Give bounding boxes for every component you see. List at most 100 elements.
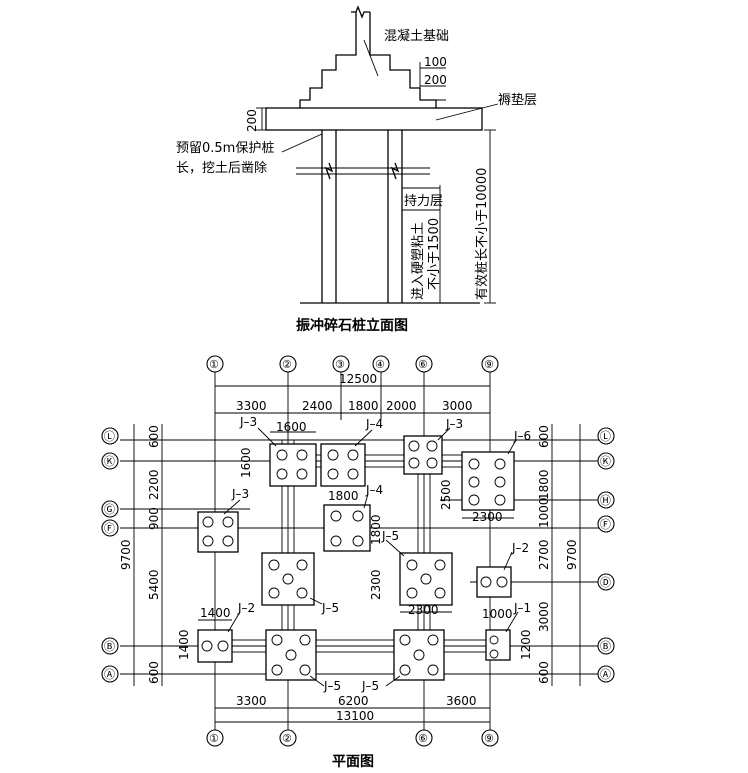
axis-right-K: Ⓚ	[600, 455, 611, 468]
dim-left-seg-1: 600	[147, 425, 161, 448]
plan-title: 平面图	[332, 754, 374, 770]
axis-right-H: Ⓗ	[600, 494, 611, 507]
dim-j4-w: 1800	[328, 489, 359, 503]
dimensions-right: 600 1800 1000 2700 3000 600 9700	[537, 424, 581, 686]
leader-j2-a	[503, 551, 513, 571]
axis-right-L: Ⓛ	[600, 430, 611, 443]
label-j2-a: J–2	[511, 541, 529, 555]
axis-top-9: ⑨	[484, 358, 494, 371]
dim-j3-h: 1600	[239, 447, 253, 478]
leader-j5-b	[385, 539, 405, 557]
leader-j4-b	[363, 493, 369, 509]
dim-j4-h: 1800	[369, 514, 383, 545]
axis-left-L: Ⓛ	[104, 430, 115, 443]
dim-left-seg-3: 900	[147, 507, 161, 530]
label-j1: J–1	[513, 601, 531, 615]
dim-top-seg-5: 3000	[442, 399, 473, 413]
axis-right-F: Ⓕ	[600, 518, 611, 531]
dim-bottom-seg-1: 3300	[236, 694, 267, 708]
leader-j5-a	[309, 597, 323, 605]
foundation-j1	[485, 629, 511, 661]
axis-left-B: Ⓑ	[104, 640, 115, 653]
axis-right-B: Ⓑ	[600, 640, 611, 653]
dim-left-seg-2: 2200	[147, 469, 161, 500]
dimensions-top: 12500 3300 2400 1800 2000 3000	[215, 372, 490, 420]
dim-right-seg-2: 1800	[537, 469, 551, 500]
label-reserve-line1: 预留0.5m保护桩	[176, 141, 274, 156]
foundation-j4-b	[323, 504, 371, 552]
axis-top-4: ④	[375, 358, 385, 371]
dim-200-cushion: 200	[245, 109, 259, 132]
dim-left-seg-5: 600	[147, 661, 161, 684]
foundation-j5-d	[393, 629, 445, 681]
label-j4-a: J–4	[365, 417, 383, 431]
dim-200-step: 200	[424, 73, 447, 87]
label-cushion: 褥垫层	[498, 92, 537, 108]
label-j2-b: J–2	[237, 601, 255, 615]
axis-markers-bottom: ① ② ⑥ ⑨	[206, 729, 499, 747]
leader-j5-c	[309, 675, 325, 687]
label-j3-c: J–3	[231, 487, 249, 501]
dim-j3-w: 1600	[276, 420, 307, 434]
dim-j6-h: 2500	[439, 479, 453, 510]
dim-left-total: 9700	[119, 539, 133, 570]
axis-top-1: ①	[209, 358, 219, 371]
dim-right-seg-1: 600	[537, 425, 551, 448]
label-concrete: 混凝土基础	[384, 28, 449, 44]
foundation-j5-c	[265, 629, 317, 681]
axis-top-3: ③	[335, 358, 345, 371]
label-j6: J–6	[513, 429, 531, 443]
leader-j2-b	[227, 611, 241, 633]
dim-right-seg-4: 2700	[537, 539, 551, 570]
axis-left-K: Ⓚ	[104, 455, 115, 468]
label-bearing-layer: 持力层	[404, 194, 443, 209]
axis-left-F: Ⓕ	[104, 522, 115, 535]
axis-top-6: ⑥	[418, 358, 428, 371]
pile-break-mark-right	[390, 162, 400, 180]
dim-top-seg-1: 3300	[236, 399, 267, 413]
dim-j2-h: 1400	[177, 629, 191, 660]
elevation-view: 混凝土基础 褥垫层 预留0.5m保护桩 长，挖土后凿除 持力层 进入硬塑粘土 不…	[176, 5, 537, 334]
foundation-j3-a	[269, 443, 317, 487]
break-line-top	[351, 5, 370, 19]
axis-markers-right: Ⓛ Ⓚ Ⓗ Ⓕ Ⓓ Ⓑ Ⓐ	[597, 427, 615, 683]
axis-bottom-2: ②	[282, 732, 292, 745]
leader-reserve	[281, 133, 323, 153]
concrete-footing-left	[299, 12, 357, 108]
axis-left-G: Ⓖ	[104, 503, 115, 516]
leader-j5-d	[385, 675, 401, 687]
dim-j6-w: 2300	[472, 510, 503, 524]
dim-bottom-seg-3: 3600	[446, 694, 477, 708]
axis-bottom-6: ⑥	[418, 732, 428, 745]
leader-j3-a	[257, 427, 277, 447]
label-j5-d: J–5	[361, 679, 379, 693]
dim-right-seg-6: 600	[537, 661, 551, 684]
label-j4-b: J–4	[365, 483, 383, 497]
dim-right-seg-5: 3000	[537, 601, 551, 632]
foundation-j5-a	[261, 552, 315, 606]
foundation-j3-b	[403, 435, 443, 475]
elevation-title: 振冲碎石桩立面图	[296, 317, 408, 334]
label-j5-c: J–5	[323, 679, 341, 693]
label-bearing-clay: 进入硬塑粘土	[411, 222, 426, 300]
dim-j2-w: 1400	[200, 606, 231, 620]
dimensions-left: 9700 600 2200 900 5400 600	[119, 424, 163, 686]
leader-j4-a	[354, 429, 373, 447]
label-j5-a: J–5	[321, 601, 339, 615]
dim-j1-w: 1000	[482, 607, 513, 621]
axis-bottom-1: ①	[209, 732, 219, 745]
plan-view: ① ② ③ ④ ⑥ ⑨ ① ② ⑥ ⑨ Ⓛ Ⓚ Ⓖ Ⓕ Ⓑ Ⓐ	[101, 355, 615, 770]
pile-break-mark-left	[324, 162, 334, 180]
dim-top-total: 12500	[339, 372, 377, 386]
dim-bottom-total: 13100	[336, 709, 374, 723]
label-reserve-line2: 长，挖土后凿除	[176, 161, 267, 176]
axis-top-2: ②	[282, 358, 292, 371]
dim-j1-h: 1200	[519, 629, 533, 660]
axis-right-A: Ⓐ	[600, 668, 611, 681]
axis-markers-top: ① ② ③ ④ ⑥ ⑨	[206, 355, 499, 373]
leader-j1	[505, 611, 519, 633]
leader-j3-b	[437, 427, 451, 441]
foundation-j6	[461, 451, 515, 511]
dim-100: 100	[424, 55, 447, 69]
